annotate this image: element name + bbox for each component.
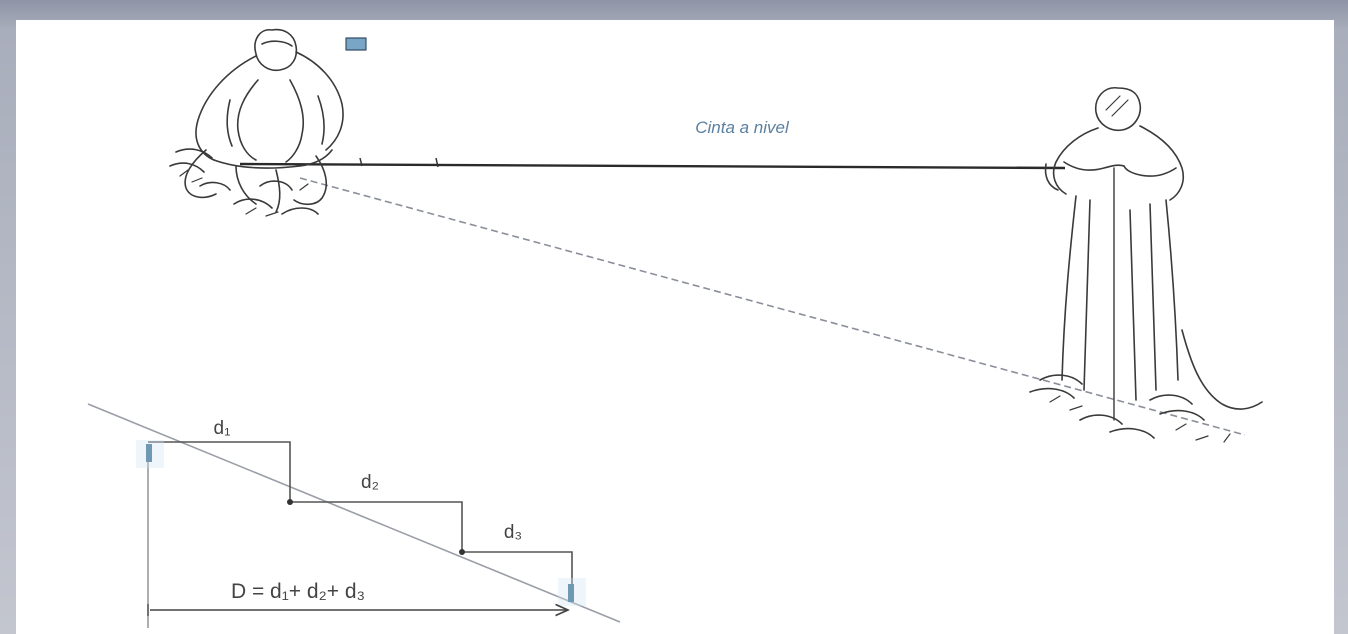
slope-line bbox=[87, 403, 621, 623]
level-tape-illustration bbox=[239, 157, 1246, 436]
step-1 bbox=[148, 441, 291, 500]
total-distance-formula: D = d₁+ d₂+ d₃ bbox=[231, 580, 365, 603]
step-measurement-diagram bbox=[87, 403, 621, 628]
segment-label-d2: d₂ bbox=[361, 472, 379, 493]
standing-surveyor-figure bbox=[1029, 87, 1263, 443]
tape-caption: Cinta a nivel bbox=[695, 118, 790, 137]
step-2 bbox=[290, 501, 463, 552]
kneeling-surveyor-figure bbox=[169, 28, 367, 217]
measuring-tape bbox=[239, 162, 1066, 170]
step-3 bbox=[462, 551, 573, 598]
segment-label-d3: d₃ bbox=[504, 522, 522, 543]
segment-label-d1: d₁ bbox=[214, 418, 231, 439]
end-stake bbox=[568, 584, 574, 602]
start-stake bbox=[146, 444, 152, 462]
sloped-ground-line bbox=[299, 177, 1246, 436]
